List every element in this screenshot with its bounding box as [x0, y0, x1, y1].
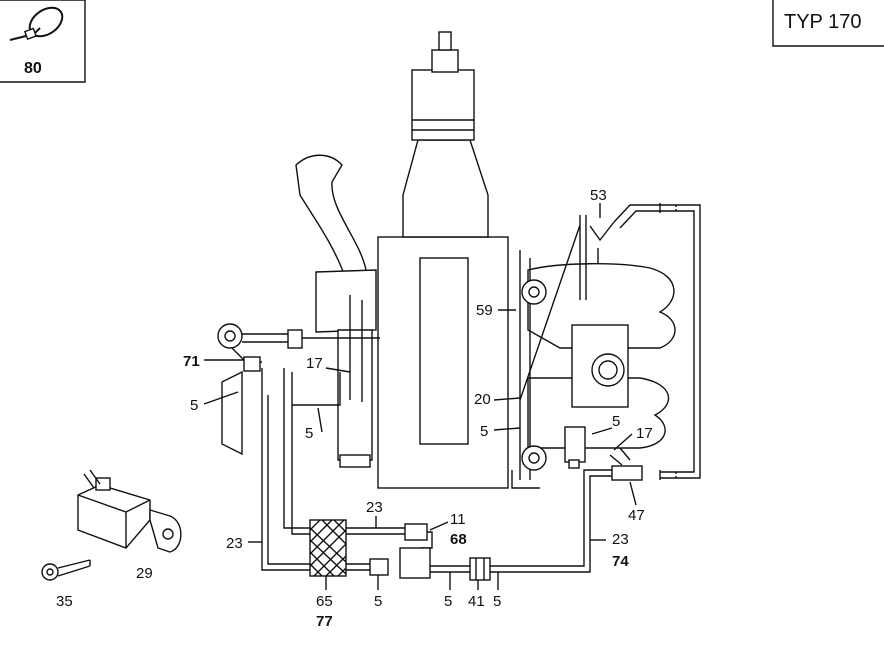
- callout-5: 5: [190, 397, 198, 414]
- mounting-bracket: [221, 370, 243, 456]
- callout-53: 53: [590, 187, 607, 204]
- callout-20: 20: [474, 391, 491, 408]
- callout-5: 5: [444, 593, 452, 610]
- filter-canister[interactable]: [309, 519, 347, 577]
- engine-block[interactable]: [377, 31, 509, 489]
- callout-5: 5: [612, 413, 620, 430]
- callout-29: 29: [136, 565, 153, 582]
- callout-23: 23: [226, 535, 243, 552]
- left-hose-assembly: [217, 323, 380, 372]
- callout-35: 35: [56, 593, 73, 610]
- callout-23: 23: [366, 499, 383, 516]
- callout-41: 41: [468, 593, 485, 610]
- callout-77: 77: [316, 613, 333, 630]
- leader-lines: [203, 203, 637, 590]
- callout-11: 11: [450, 511, 466, 528]
- vacuum-lines: [261, 368, 612, 573]
- callout-5: 5: [493, 593, 501, 610]
- pressure-sensor[interactable]: [564, 426, 586, 469]
- cable-tie-icon: [9, 6, 64, 41]
- callout-5: 5: [480, 423, 488, 440]
- inline-connectors: [369, 557, 491, 581]
- callout-17: 17: [636, 425, 653, 442]
- y-piece-and-loop-hose: [519, 203, 701, 481]
- callout-47: 47: [628, 507, 645, 524]
- type-label: TYP 170: [784, 11, 861, 33]
- intake-pipe: [295, 154, 377, 468]
- valve-11[interactable]: [399, 523, 433, 579]
- callout-23: 23: [612, 531, 629, 548]
- relay-bracket[interactable]: [77, 469, 182, 553]
- callout-65: 65: [316, 593, 333, 610]
- callout-5: 5: [305, 425, 313, 442]
- ref-number-80: 80: [24, 60, 42, 77]
- cable-tie-reference-box[interactable]: 80: [0, 0, 86, 83]
- intake-manifold: [511, 250, 676, 489]
- screw[interactable]: [41, 559, 91, 581]
- callout-59: 59: [476, 302, 493, 319]
- callout-68: 68: [450, 531, 467, 548]
- callout-5: 5: [374, 593, 382, 610]
- type-box: TYP 170: [772, 0, 884, 47]
- callout-74: 74: [612, 553, 629, 570]
- callout-71: 71: [183, 353, 200, 370]
- callout-17: 17: [306, 355, 323, 372]
